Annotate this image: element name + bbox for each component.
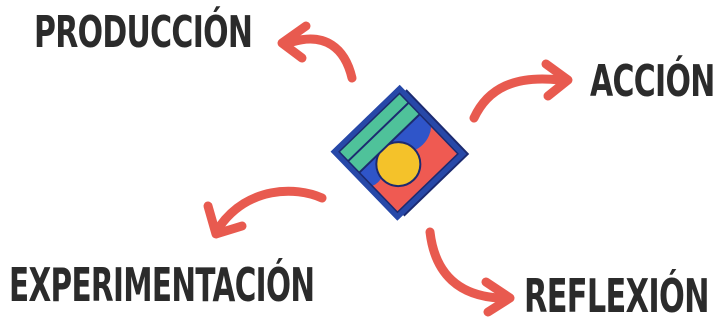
arrow-to-produccion: [287, 34, 357, 83]
label-reflexion: REFLEXIÓN: [524, 269, 710, 323]
center-card-icon: [330, 84, 470, 221]
arrow-head-accion: [541, 59, 573, 101]
arrow-to-reflexion: [425, 227, 505, 303]
arrow-head-reflexion: [481, 277, 515, 317]
arrows: [203, 21, 573, 317]
arrow-head-experimentacion: [203, 201, 247, 239]
label-accion: ACCIÓN: [590, 56, 715, 107]
label-produccion: PRODUCCIÓN: [34, 7, 253, 58]
arrow-head-produccion: [277, 21, 311, 63]
arrow-to-experimentacion: [215, 186, 327, 231]
arrow-to-accion: [469, 74, 565, 123]
label-experimentacion: EXPERIMENTACIÓN: [9, 258, 315, 312]
